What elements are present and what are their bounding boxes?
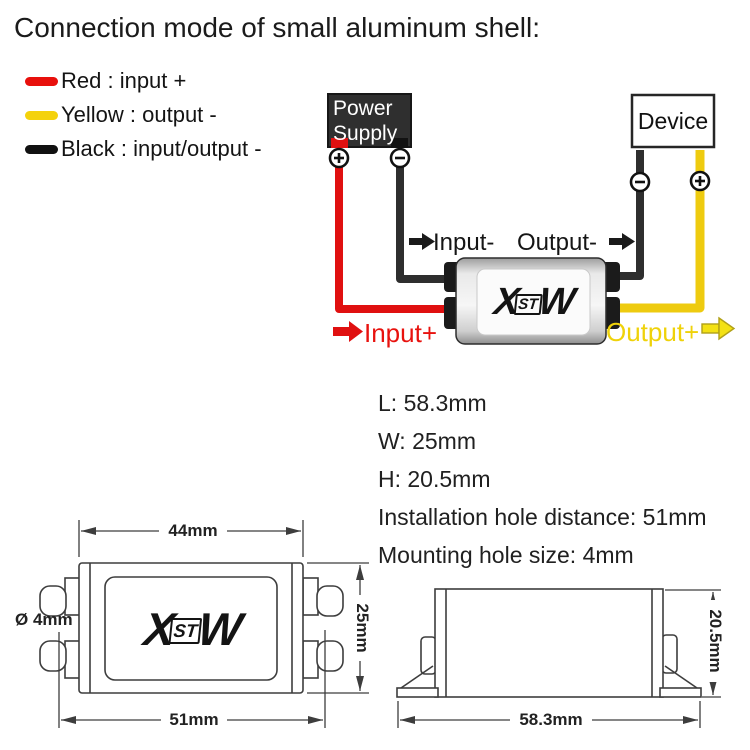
legend-item-red: Red : input + [25, 64, 262, 98]
device-label: Device [637, 107, 709, 134]
legend-label: Black : input/output - [61, 136, 262, 161]
device-box [630, 93, 716, 149]
output-plus-label: Output+ [606, 317, 700, 347]
legend-item-yellow: Yellow : output - [25, 98, 262, 132]
page-title: Connection mode of small aluminum shell: [14, 12, 541, 43]
spec-hole-distance: Installation hole distance: 51mm [378, 504, 707, 530]
dimension-body-height: 25mm [352, 595, 372, 661]
minus-terminal-icon [389, 147, 411, 169]
dimension-hole-distance: 51mm [161, 710, 227, 730]
logo-st: ST [168, 618, 203, 644]
spec-hole-size: Mounting hole size: 4mm [378, 542, 634, 568]
input-plus-arrow-icon [333, 321, 363, 342]
dimension-length: 58.3mm [510, 710, 592, 730]
spec-width: W: 25mm [378, 428, 476, 454]
legend-item-black: Black : input/output - [25, 132, 262, 166]
dimension-side-height: 20.5mm [705, 600, 725, 682]
dimension-hole-diameter: Ø 4mm [15, 610, 73, 629]
black-wire-swatch [25, 144, 58, 154]
dimension-body-width: 44mm [159, 521, 227, 541]
output-minus-label: Output- [517, 229, 598, 256]
logo-st: ST [513, 293, 543, 315]
converter-module [444, 257, 620, 345]
input-minus-arrow-icon [409, 233, 435, 250]
power-supply-label: Power Supply [333, 97, 398, 145]
spec-height: H: 20.5mm [378, 466, 491, 492]
legend-label: Red : input + [61, 68, 187, 93]
yellow-wire-swatch [25, 110, 58, 120]
power-supply-negative-terminal [391, 138, 408, 148]
minus-terminal-icon [629, 171, 651, 193]
wire-color-legend: Red : input + Yellow : output - Black : … [25, 64, 262, 166]
plus-terminal-icon [328, 147, 350, 169]
black-output-minus-wire [606, 150, 644, 280]
black-input-minus-wire [396, 150, 460, 283]
power-supply-positive-terminal [331, 138, 348, 148]
legend-label: Yellow : output - [61, 102, 217, 127]
top-view-drawing [39, 520, 369, 728]
converter-label-plate [476, 268, 591, 336]
side-view-drawing [396, 588, 721, 728]
plus-terminal-icon [689, 170, 711, 192]
yellow-output-wire [604, 150, 705, 313]
red-input-wire [335, 150, 462, 313]
red-wire-swatch [25, 76, 58, 86]
input-plus-label: Input+ [364, 318, 438, 348]
top-view-label-plate [104, 576, 278, 681]
specifications-list: L: 58.3mm W: 25mm H: 20.5mm Installation… [378, 384, 707, 574]
output-plus-arrow-icon [701, 316, 736, 341]
output-minus-arrow-icon [609, 233, 635, 250]
logo-w: W [536, 280, 576, 323]
input-minus-label: Input- [433, 229, 495, 256]
spec-length: L: 58.3mm [378, 390, 487, 416]
logo-w: W [195, 603, 243, 655]
